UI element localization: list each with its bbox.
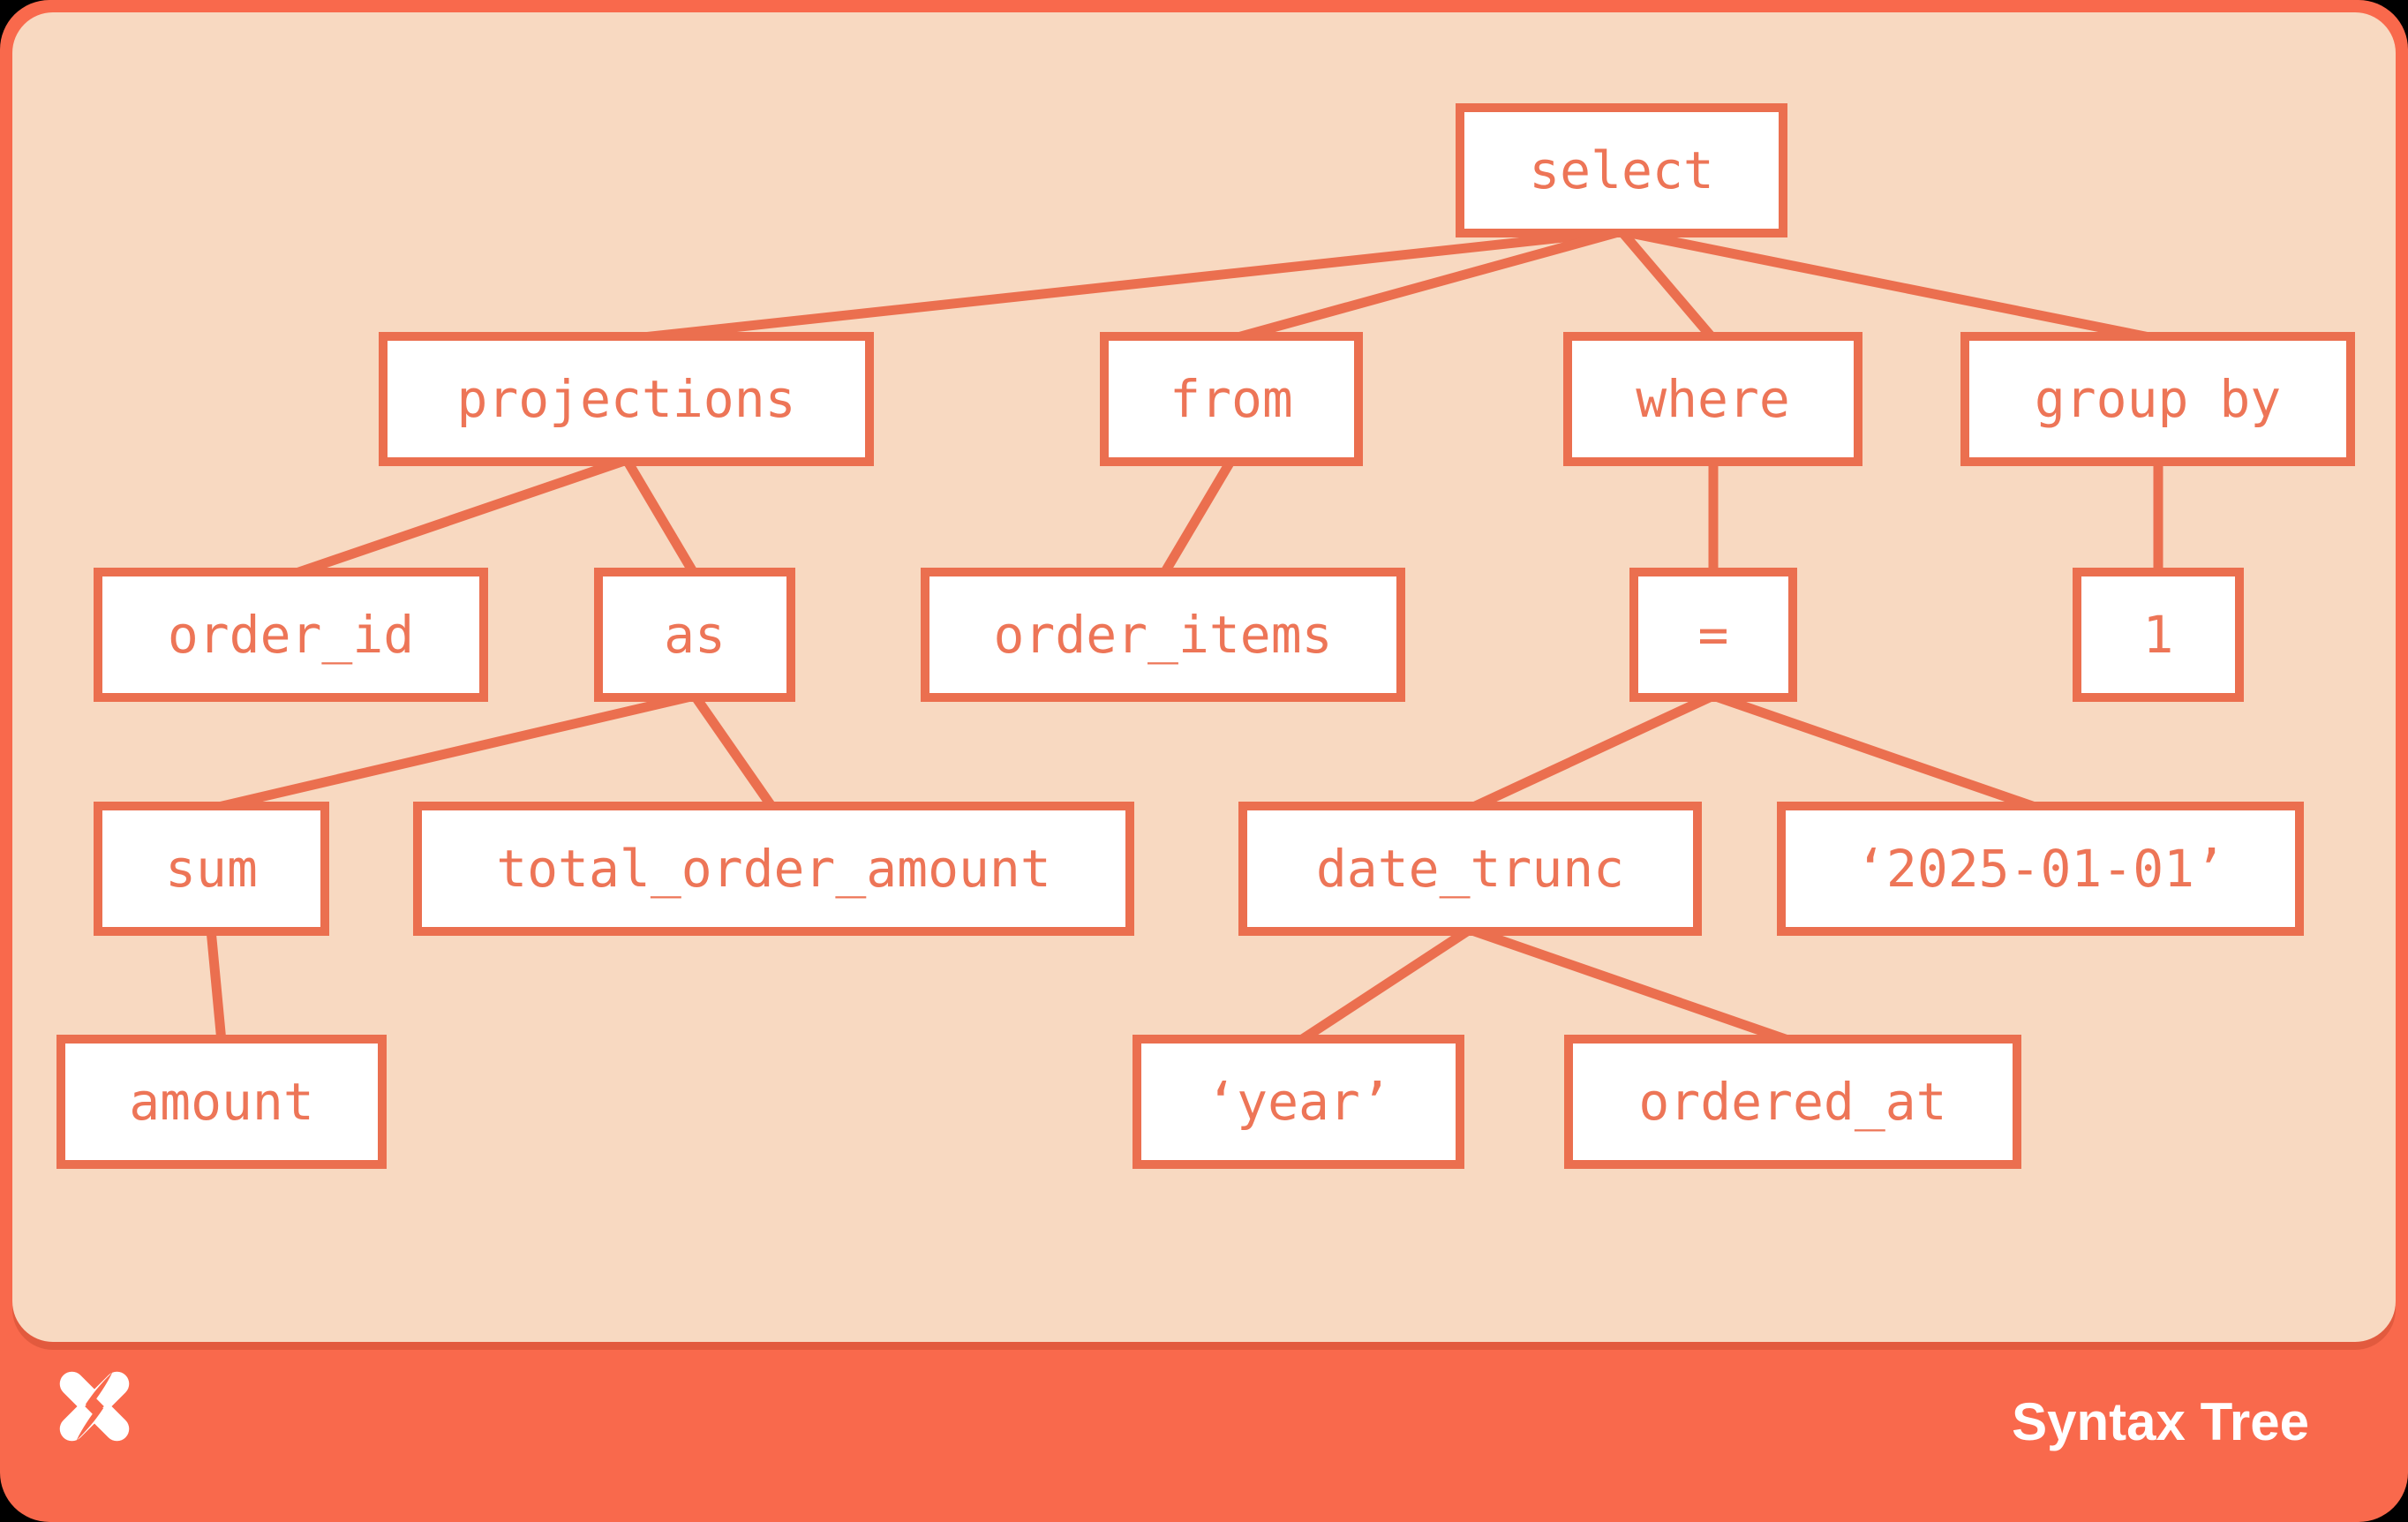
tree-node-amount: amount [56, 1035, 387, 1169]
tree-node-label: order_items [993, 605, 1333, 665]
tree-node-from: from [1100, 332, 1363, 466]
tree-node-sum: sum [94, 802, 329, 936]
tree-node-label: group by [2034, 369, 2282, 429]
footer-brand-label: Syntax Tree [2012, 1392, 2309, 1451]
tree-node-label: amount [129, 1072, 314, 1132]
tree-edge [1712, 690, 2042, 814]
tree-edges [206, 226, 2163, 1047]
tree-node-label: ‘2025-01-01’ [1855, 839, 2226, 899]
footer-bar: Syntax Tree [0, 1342, 2408, 1522]
tree-node-group-by: group by [1960, 332, 2355, 466]
tree-node-label: 1 [2142, 605, 2174, 665]
tree-node-label: sum [165, 839, 258, 899]
pinwheel-x-icon [59, 1371, 130, 1442]
tree-node-order-items: order_items [921, 568, 1405, 702]
tree-edge [1617, 228, 1718, 343]
tree-node-label: total_order_amount [496, 839, 1051, 899]
tree-node-label: = [1697, 605, 1729, 665]
tree-node-equals: = [1629, 568, 1797, 702]
tree-node-year-literal: ‘year’ [1133, 1035, 1464, 1169]
tree-node-label: ‘year’ [1206, 1072, 1391, 1132]
tree-node-ordered-at: ordered_at [1564, 1035, 2021, 1169]
tree-node-label: projections [456, 369, 796, 429]
tree-edge [1620, 226, 2160, 344]
tree-edge [1159, 457, 1236, 577]
tree-edge [209, 690, 696, 814]
tree-edge [1230, 226, 1623, 344]
tree-edge [206, 929, 227, 1043]
tree-node-one: 1 [2073, 568, 2244, 702]
tree-edge [626, 226, 1622, 344]
tree-node-date-literal: ‘2025-01-01’ [1777, 802, 2304, 936]
tree-node-label: date_trunc [1315, 839, 1625, 899]
tree-node-label: where [1636, 369, 1790, 429]
tree-edge [1295, 925, 1473, 1046]
tree-node-label: from [1170, 369, 1293, 429]
tree-edge [290, 455, 628, 580]
tree-node-label: select [1529, 140, 1714, 200]
tree-node-projections: projections [379, 332, 874, 466]
tree-node-label: as [664, 605, 726, 665]
tree-node-date-trunc: date_trunc [1238, 802, 1702, 936]
tree-edge [1467, 691, 1716, 813]
tree-edge [1468, 924, 1795, 1047]
tree-node-where: where [1563, 332, 1862, 466]
tree-node-label: order_id [167, 605, 415, 665]
tree-node-label: ordered_at [1638, 1072, 1947, 1132]
tree-node-as: as [594, 568, 795, 702]
tree-node-total-order-amount: total_order_amount [413, 802, 1134, 936]
tree-node-select: select [1456, 103, 1787, 237]
tree-edge [690, 692, 778, 812]
tree-edge [622, 457, 699, 577]
tree-node-order-id: order_id [94, 568, 488, 702]
